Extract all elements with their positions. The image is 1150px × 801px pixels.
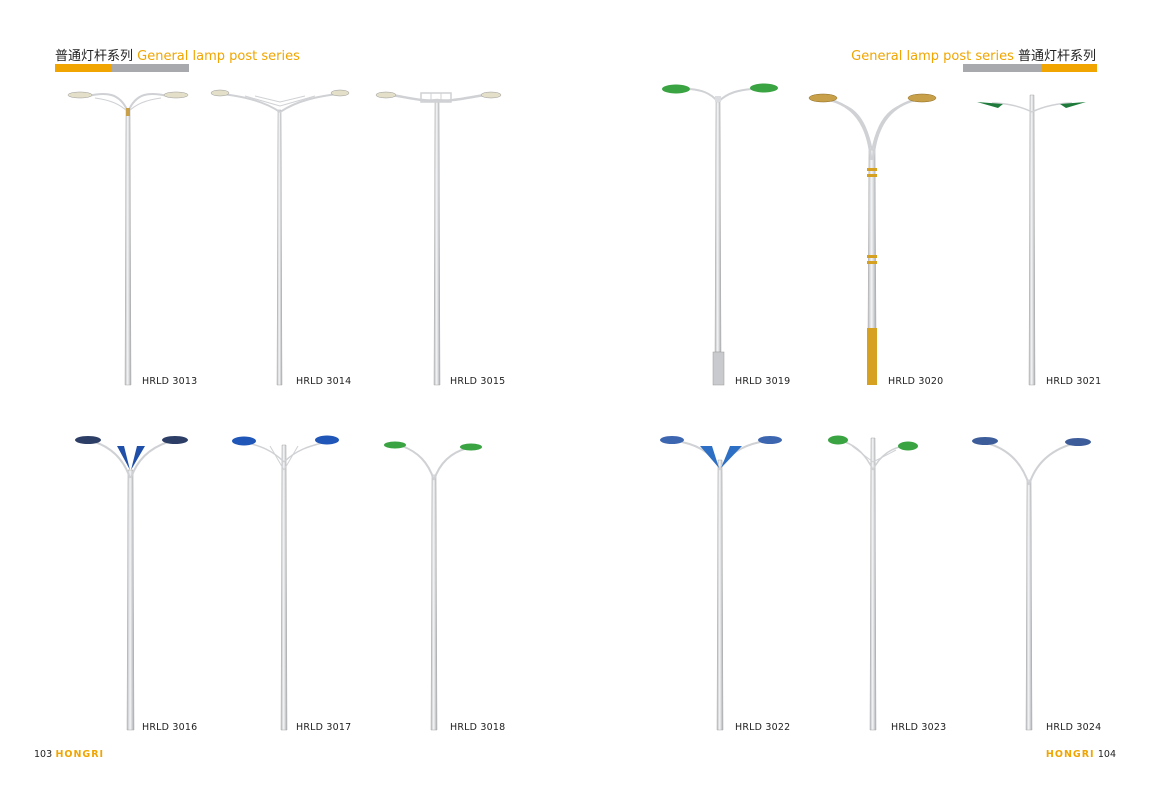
product-code-label: HRLD 3024	[1046, 722, 1102, 733]
brand-logo-text: HONGRI	[1045, 749, 1095, 760]
lamp-post-3017	[232, 435, 339, 731]
product-code-label: HRLD 3015	[450, 376, 506, 387]
lamp-post-3018	[384, 441, 482, 731]
page-number: 103	[34, 749, 53, 760]
page-footer-left: 103 HONGRI	[34, 749, 104, 760]
product-code-label: HRLD 3014	[296, 376, 352, 387]
lamp-post-3020	[808, 93, 937, 385]
product-code-label: HRLD 3017	[296, 722, 352, 733]
header-accent-bar-right	[963, 64, 1097, 72]
product-code-label: HRLD 3022	[735, 722, 791, 733]
page-header-right: General lamp post series 普通灯杆系列	[851, 45, 1096, 64]
page-footer-right: HONGRI 104	[1046, 749, 1116, 760]
product-code-label: HRLD 3013	[142, 376, 198, 387]
header-title-en: General lamp post series	[851, 49, 1014, 64]
product-code-label: HRLD 3023	[891, 722, 947, 733]
header-accent-bar-left	[55, 64, 189, 72]
lamp-post-3019	[662, 83, 778, 386]
header-title-cn: 普通灯杆系列	[55, 49, 134, 64]
lamp-post-3015	[375, 91, 502, 386]
lamp-post-3023	[828, 435, 918, 731]
product-code-label: HRLD 3018	[450, 722, 506, 733]
page-number: 104	[1097, 749, 1116, 760]
header-title-cn: 普通灯杆系列	[1017, 49, 1096, 64]
lamp-post-3016	[75, 436, 188, 731]
lamp-post-3014	[210, 89, 350, 386]
page-header-left: 普通灯杆系列 General lamp post series	[55, 45, 300, 64]
brand-logo-text: HONGRI	[55, 749, 105, 760]
lamp-post-3022	[660, 436, 782, 731]
lamp-post-3021	[977, 94, 1086, 386]
product-code-label: HRLD 3016	[142, 722, 198, 733]
lamp-post-3013	[67, 91, 189, 386]
header-title-en: General lamp post series	[137, 49, 300, 64]
lamp-post-3024	[972, 437, 1091, 731]
product-code-label: HRLD 3021	[1046, 376, 1102, 387]
product-code-label: HRLD 3019	[735, 376, 791, 387]
product-code-label: HRLD 3020	[888, 376, 944, 387]
